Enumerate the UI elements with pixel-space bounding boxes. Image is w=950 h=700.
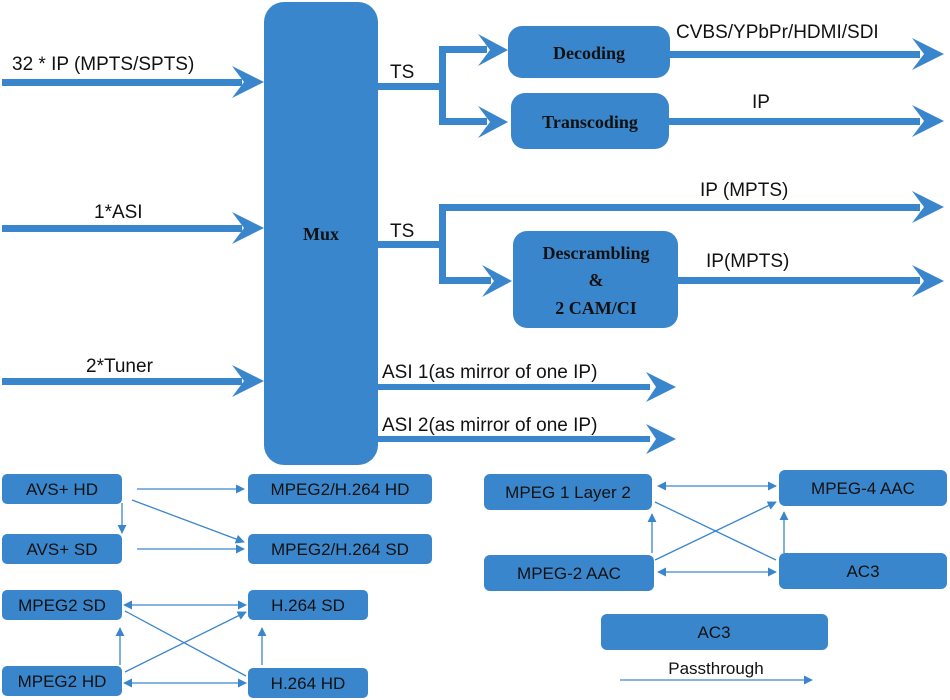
mpeg2-aac-box bbox=[484, 555, 654, 591]
ip-mpts-output-label: IP (MPTS) bbox=[700, 180, 788, 201]
ts-branch-lower bbox=[378, 191, 944, 297]
input-arrow-asi bbox=[2, 212, 264, 244]
descrambling-label: Descrambling bbox=[543, 243, 650, 263]
input-arrow-ip bbox=[2, 66, 264, 98]
descramble-output-arrow bbox=[678, 265, 944, 297]
passthrough-label: Passthrough bbox=[668, 659, 763, 678]
mpeg1-layer2-box bbox=[484, 474, 652, 510]
mpeg2-hd-label: MPEG2 HD bbox=[18, 672, 107, 691]
transcoding-output-label: IP bbox=[752, 92, 770, 113]
mpeg2-h264-hd-label: MPEG2/H.264 HD bbox=[271, 480, 410, 499]
decoding-output-arrow bbox=[670, 38, 944, 70]
mpeg2-h264-sd-box bbox=[248, 534, 432, 564]
ts-label-upper: TS bbox=[390, 62, 414, 83]
h264-hd-label: H.264 HD bbox=[271, 674, 346, 693]
asi2-output-arrow bbox=[378, 424, 676, 454]
transcoding-label: Transcoding bbox=[542, 112, 638, 132]
descrambling-block bbox=[513, 231, 678, 328]
avs-hd-label: AVS+ HD bbox=[26, 480, 98, 499]
mpeg2-sd-box bbox=[2, 590, 122, 620]
mpeg1-layer2-label: MPEG 1 Layer 2 bbox=[505, 483, 631, 502]
decoding-block bbox=[508, 26, 670, 78]
input-label-tuner: 2*Tuner bbox=[86, 356, 154, 377]
h264-sd-box bbox=[248, 590, 368, 620]
ac3-label: AC3 bbox=[846, 562, 879, 581]
mpeg2-h264-sd-label: MPEG2/H.264 SD bbox=[271, 540, 409, 559]
ac3-passthrough-box bbox=[601, 614, 828, 650]
descrambling-cam: 2 CAM/CI bbox=[555, 298, 637, 318]
mux-label: Mux bbox=[303, 224, 339, 244]
mpeg2-aac-label: MPEG-2 AAC bbox=[517, 564, 621, 583]
audio-conversion-lines bbox=[620, 481, 813, 685]
ac3-box bbox=[779, 553, 947, 589]
h264-hd-box bbox=[248, 668, 368, 698]
mux-block bbox=[264, 2, 378, 465]
asi1-output-arrow bbox=[378, 372, 676, 402]
asi2-output-label: ASI 2(as mirror of one IP) bbox=[382, 415, 597, 436]
mpeg2-h264-hd-box bbox=[248, 474, 432, 504]
avs-hd-box bbox=[2, 474, 122, 504]
decoding-label: Decoding bbox=[553, 43, 625, 63]
ts-label-lower: TS bbox=[390, 221, 414, 242]
transcoding-block bbox=[511, 93, 669, 149]
h264-sd-label: H.264 SD bbox=[271, 596, 345, 615]
ts-branch-upper bbox=[378, 34, 508, 138]
mpeg2-sd-label: MPEG2 SD bbox=[18, 596, 106, 615]
input-arrow-tuner bbox=[2, 365, 264, 397]
transcoding-output-arrow bbox=[669, 105, 944, 137]
asi1-output-label: ASI 1(as mirror of one IP) bbox=[382, 362, 597, 383]
video-conversion-lines bbox=[115, 484, 267, 688]
ac3-passthrough-label: AC3 bbox=[697, 623, 730, 642]
input-label-ip: 32 * IP (MPTS/SPTS) bbox=[12, 54, 194, 75]
descramble-output-label: IP(MPTS) bbox=[706, 251, 789, 272]
avs-sd-label: AVS+ SD bbox=[26, 540, 97, 559]
mpeg4-aac-box bbox=[779, 470, 947, 506]
descrambling-amp: & bbox=[589, 270, 604, 290]
mpeg2-hd-box bbox=[2, 666, 122, 696]
input-label-asi: 1*ASI bbox=[94, 202, 143, 223]
decoding-output-label: CVBS/YPbPr/HDMI/SDI bbox=[676, 22, 879, 43]
mpeg4-aac-label: MPEG-4 AAC bbox=[811, 479, 915, 498]
avs-sd-box bbox=[2, 534, 122, 564]
